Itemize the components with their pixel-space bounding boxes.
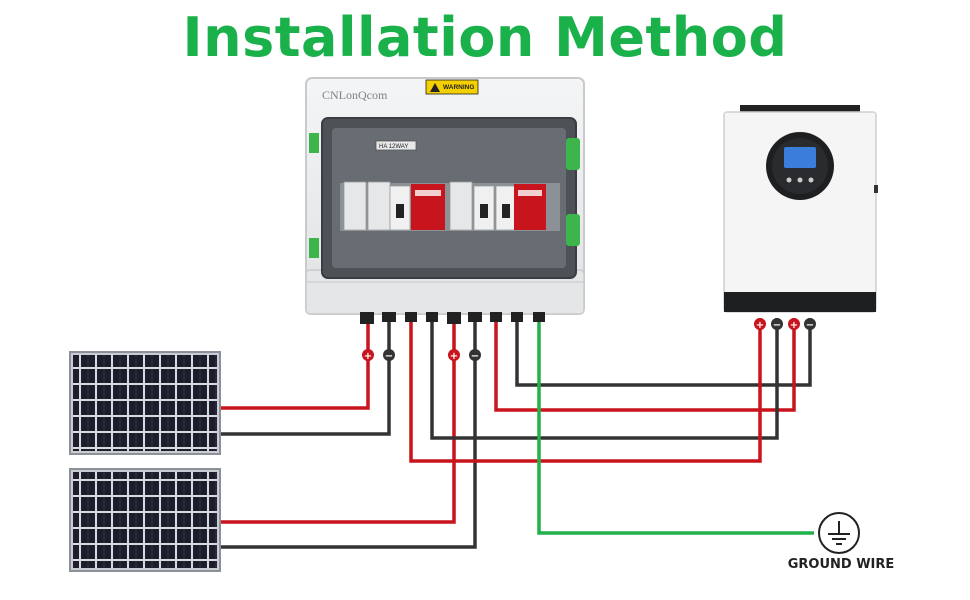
- svg-text:−: −: [385, 351, 393, 362]
- combiner-box: [305, 77, 585, 324]
- inverter-negative-2-icon: −: [804, 318, 816, 331]
- page-title: Installation Method: [182, 6, 788, 69]
- box-in1-negative-icon: −: [383, 349, 395, 362]
- combiner-brand: CNLonQcom: [322, 88, 388, 102]
- ground-wire-label: GROUND WIRE: [787, 557, 895, 572]
- box-in2-negative-icon: −: [469, 349, 481, 362]
- solar-panel-2: [69, 468, 221, 572]
- inverter-positive-1-icon: +: [754, 318, 766, 331]
- polarity-markers: + − + − + − + −: [362, 318, 816, 362]
- output1-negative-wire: [515, 318, 812, 387]
- ground-symbol-icon: [818, 512, 860, 554]
- svg-text:+: +: [450, 351, 458, 362]
- inverter: [723, 105, 878, 313]
- inverter-positive-2-icon: +: [788, 318, 800, 331]
- svg-text:+: +: [756, 320, 764, 331]
- output1-negative-wire-2: [430, 318, 779, 440]
- inverter-negative-1-icon: −: [771, 318, 783, 331]
- warning-text: WARNING: [443, 84, 474, 91]
- ground-wire: [537, 318, 814, 535]
- wires: [217, 318, 814, 549]
- box-in2-positive-icon: +: [448, 349, 460, 362]
- solar-panel-1: [69, 351, 221, 455]
- svg-text:−: −: [806, 320, 814, 331]
- rail-label: HA 12WAY: [379, 144, 408, 150]
- box-in1-positive-icon: +: [362, 349, 374, 362]
- output2-positive-wire: [494, 318, 796, 412]
- svg-text:−: −: [773, 320, 781, 331]
- panel2-negative-wire: [217, 318, 477, 549]
- svg-text:+: +: [790, 320, 798, 331]
- svg-text:−: −: [471, 351, 479, 362]
- panel1-positive-wire: [219, 318, 370, 410]
- panel2-positive-wire: [217, 318, 456, 524]
- output1-positive-wire: [409, 318, 762, 463]
- svg-text:+: +: [364, 351, 372, 362]
- panel1-negative-wire: [219, 318, 391, 436]
